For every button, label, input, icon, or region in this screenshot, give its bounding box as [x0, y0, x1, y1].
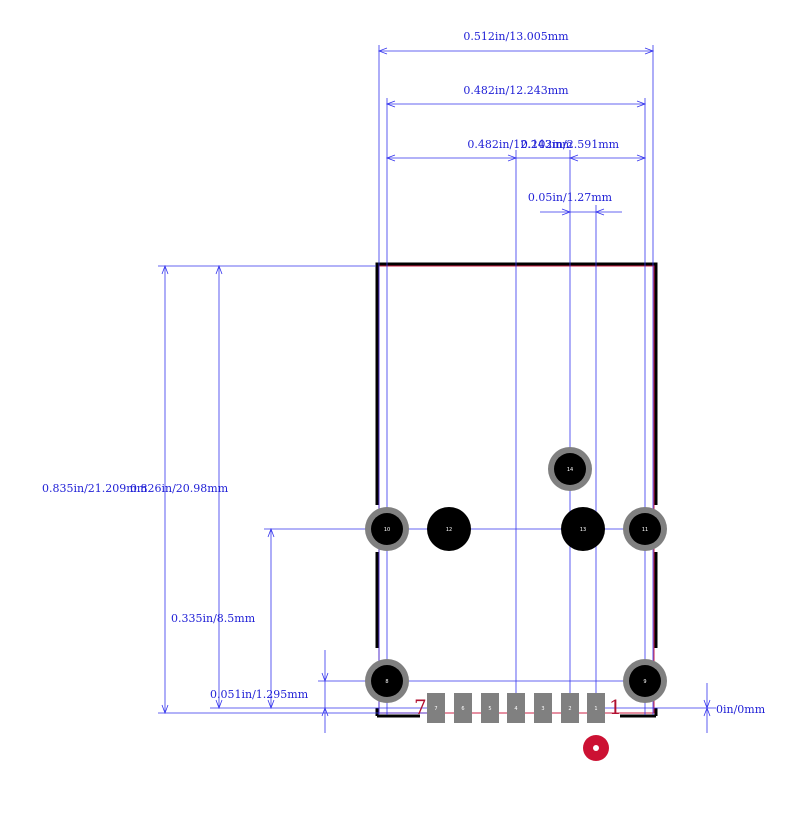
dim-inner-width: 0.482in/12.243mm: [467, 138, 573, 151]
hole-left-mid: 12: [427, 507, 471, 551]
svg-text:2: 2: [568, 706, 571, 712]
pin1-marker: [583, 735, 609, 761]
svg-text:3: 3: [541, 706, 544, 712]
body-outline: [375, 262, 658, 718]
svg-text:10: 10: [384, 527, 390, 533]
smd-pads: 7 6 5 4 3 2 1: [427, 693, 605, 723]
svg-text:5: 5: [488, 706, 491, 712]
svg-text:14: 14: [567, 467, 573, 473]
pin-number-last: 7: [414, 695, 427, 719]
dim-zero-offset: 0in/0mm: [716, 703, 766, 716]
svg-text:6: 6: [461, 706, 464, 712]
hole-upper: 14: [548, 447, 592, 491]
dim-hole-row-height: 0.335in/8.5mm: [171, 612, 256, 625]
dim-pad-span-width: 0.482in/12.243mm: [463, 84, 569, 97]
dim-total-width: 0.512in/13.005mm: [463, 30, 569, 43]
svg-text:8: 8: [385, 679, 388, 685]
hole-right-mid: 13: [561, 507, 605, 551]
dim-pitch: 0.05in/1.27mm: [528, 191, 613, 204]
svg-text:4: 4: [514, 706, 517, 712]
svg-text:7: 7: [434, 706, 437, 712]
pin-number-first: 1: [609, 695, 622, 719]
dim-height-b: 0.826in/20.98mm: [130, 482, 229, 495]
dimension-lines: [158, 45, 716, 733]
svg-text:12: 12: [446, 527, 452, 533]
hole-left-bottom: 8: [365, 659, 409, 703]
hole-right-top: 11: [623, 507, 667, 551]
dim-offset-a: 0.102in/2.591mm: [521, 138, 620, 151]
svg-text:11: 11: [642, 527, 648, 533]
svg-text:13: 13: [580, 527, 586, 533]
svg-text:9: 9: [643, 679, 646, 685]
dim-total-height: 0.835in/21.209mm: [42, 482, 148, 495]
courtyard-outline: [378, 265, 655, 714]
svg-text:1: 1: [594, 706, 597, 712]
dim-bottom-offset: 0.051in/1.295mm: [210, 688, 309, 701]
hole-right-bottom: 9: [623, 659, 667, 703]
hole-left-top: 10: [365, 507, 409, 551]
